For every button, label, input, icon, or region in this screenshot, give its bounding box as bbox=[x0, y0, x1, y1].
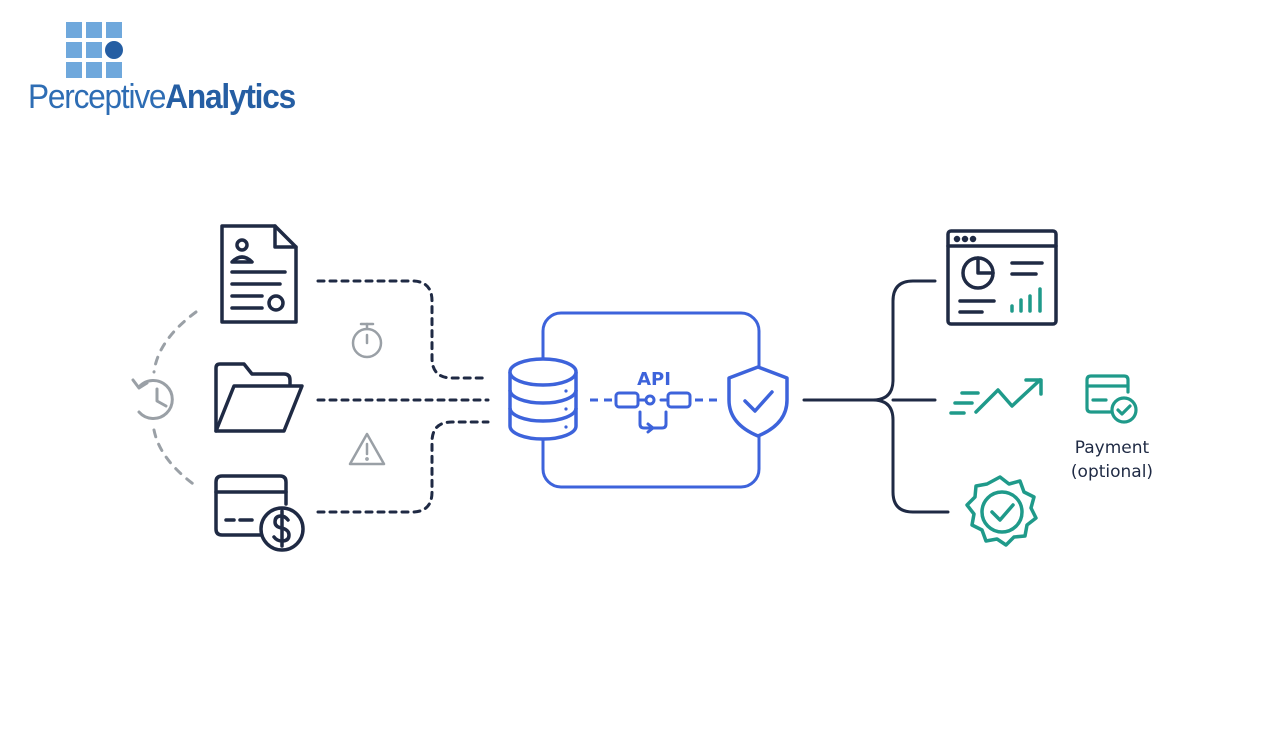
history-icon bbox=[131, 378, 174, 420]
api-label: API bbox=[637, 369, 671, 390]
connector-document bbox=[316, 279, 490, 380]
payment-label-line1: Payment bbox=[1075, 438, 1150, 458]
folder-icon bbox=[214, 362, 304, 433]
card-dollar-icon bbox=[214, 474, 305, 552]
warning-icon bbox=[348, 432, 386, 466]
logo-grid-icon bbox=[66, 22, 123, 78]
stopwatch-icon bbox=[351, 322, 383, 359]
shield-check-icon bbox=[727, 365, 789, 438]
payment-label-line2: (optional) bbox=[1071, 462, 1153, 482]
source-connectors bbox=[316, 279, 490, 514]
payment-card-icon bbox=[1085, 374, 1138, 424]
database-icon bbox=[508, 357, 578, 441]
brand-name: PerceptiveAnalytics bbox=[28, 78, 296, 117]
history-arc bbox=[152, 310, 198, 488]
brand-name-bold: Analytics bbox=[165, 78, 296, 116]
brand-logo: PerceptiveAnalytics bbox=[28, 18, 328, 128]
badge-check-icon bbox=[965, 475, 1038, 547]
output-branches bbox=[802, 279, 950, 514]
api-connector-icon bbox=[614, 391, 692, 434]
document-icon bbox=[220, 224, 298, 324]
trend-icon bbox=[949, 378, 1043, 415]
dashboard-icon bbox=[946, 229, 1058, 326]
brand-name-light: Perceptive bbox=[28, 78, 167, 116]
connector-card bbox=[316, 420, 490, 514]
